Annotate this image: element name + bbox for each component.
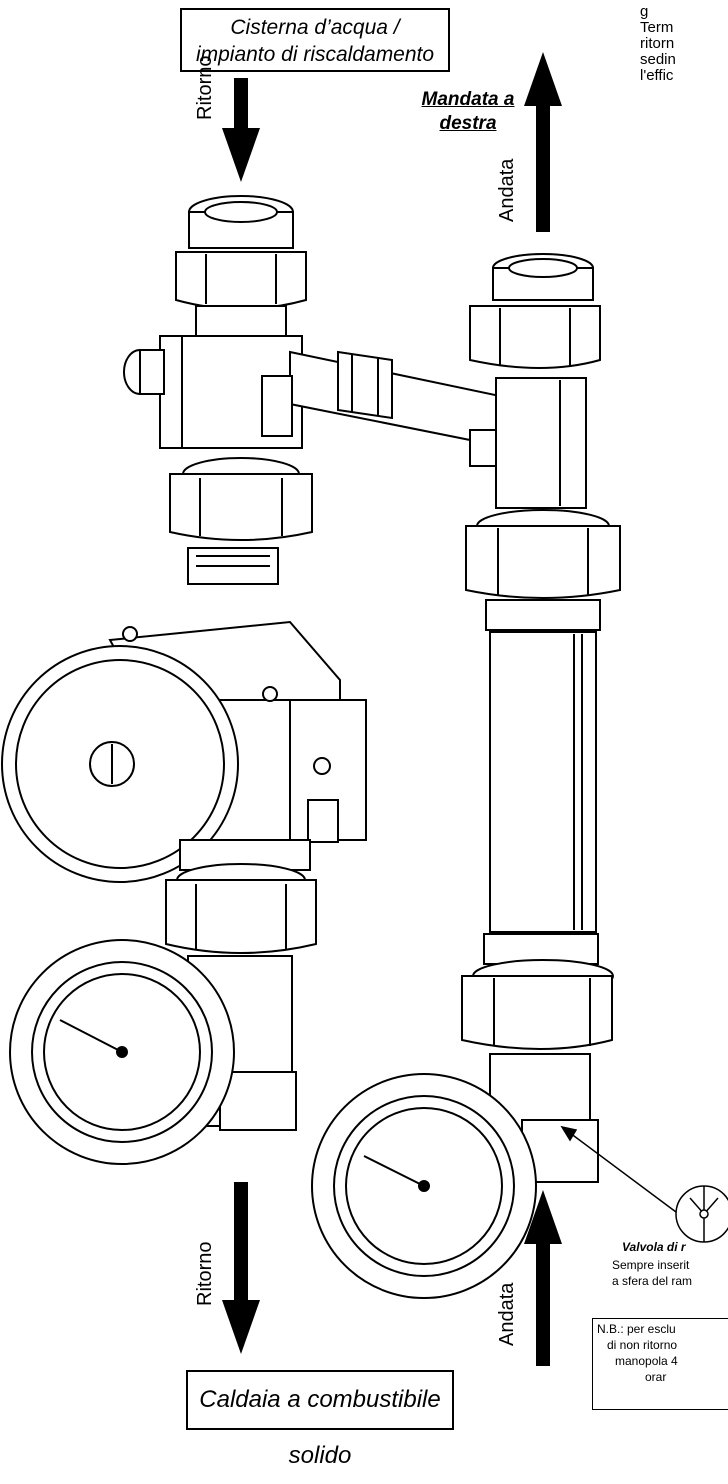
note-line2: di non ritorno	[607, 1338, 678, 1352]
side-text-line3: sedin	[640, 51, 676, 68]
flow-right-label: Mandata a destra	[408, 88, 528, 136]
check-valve-desc-line2: a sfera del ram	[612, 1274, 693, 1288]
flow-right-line1: Mandata a	[421, 89, 515, 110]
flow-label-bottom: Andata	[496, 1282, 518, 1346]
right-long-pipe	[489, 631, 597, 933]
pump-group-drawing	[1, 52, 728, 1366]
check-valve-description: Sempre inserit a sfera del ram	[612, 1257, 692, 1289]
left-thermometer	[9, 939, 235, 1165]
side-text-line0: g	[640, 3, 649, 20]
right-tee-body	[495, 377, 587, 509]
left-top-fitting	[175, 195, 307, 337]
right-thermometer	[311, 1073, 537, 1299]
return-label-top: Ritorno	[194, 55, 216, 120]
water-tank-heating-box: Cisterna d’acqua / impianto di riscaldam…	[180, 8, 450, 72]
note-line4: orar	[645, 1370, 667, 1384]
water-tank-line1: Cisterna d’acqua /	[230, 16, 400, 39]
flow-arrow-top	[524, 52, 562, 232]
check-valve-desc-line1: Sempre inserit	[612, 1258, 690, 1272]
note-box: N.B.: per esclu di non ritorno manopola …	[592, 1318, 728, 1410]
side-text-line1: Term	[640, 19, 674, 36]
check-valve-callout	[560, 1125, 728, 1243]
side-text-line2: ritorn	[640, 35, 675, 52]
return-arrow-top	[222, 78, 260, 182]
note-line3: manopola 4	[615, 1354, 678, 1368]
right-middle-union	[465, 509, 621, 631]
side-description-text: g Term ritorn sedin l'effic	[640, 4, 676, 84]
return-arrow-bottom	[222, 1182, 260, 1354]
right-lower-union	[461, 933, 614, 1183]
side-text-line4: l'effic	[640, 67, 674, 84]
solid-fuel-boiler-box: Caldaia a combustibile solido	[186, 1370, 454, 1469]
flow-arrow-bottom	[524, 1190, 562, 1366]
return-label-bottom: Ritorno	[194, 1241, 216, 1306]
water-tank-line2: impianto di riscaldamento	[195, 43, 435, 66]
check-valve-title: Valvola di r	[622, 1240, 686, 1254]
flow-label-top: Andata	[496, 158, 518, 222]
right-top-fitting	[469, 253, 601, 369]
flow-right-line2: destra	[439, 113, 497, 134]
circulation-pump	[1, 620, 367, 883]
left-middle-union	[169, 457, 313, 585]
note-line1: N.B.: per esclu	[597, 1322, 676, 1336]
